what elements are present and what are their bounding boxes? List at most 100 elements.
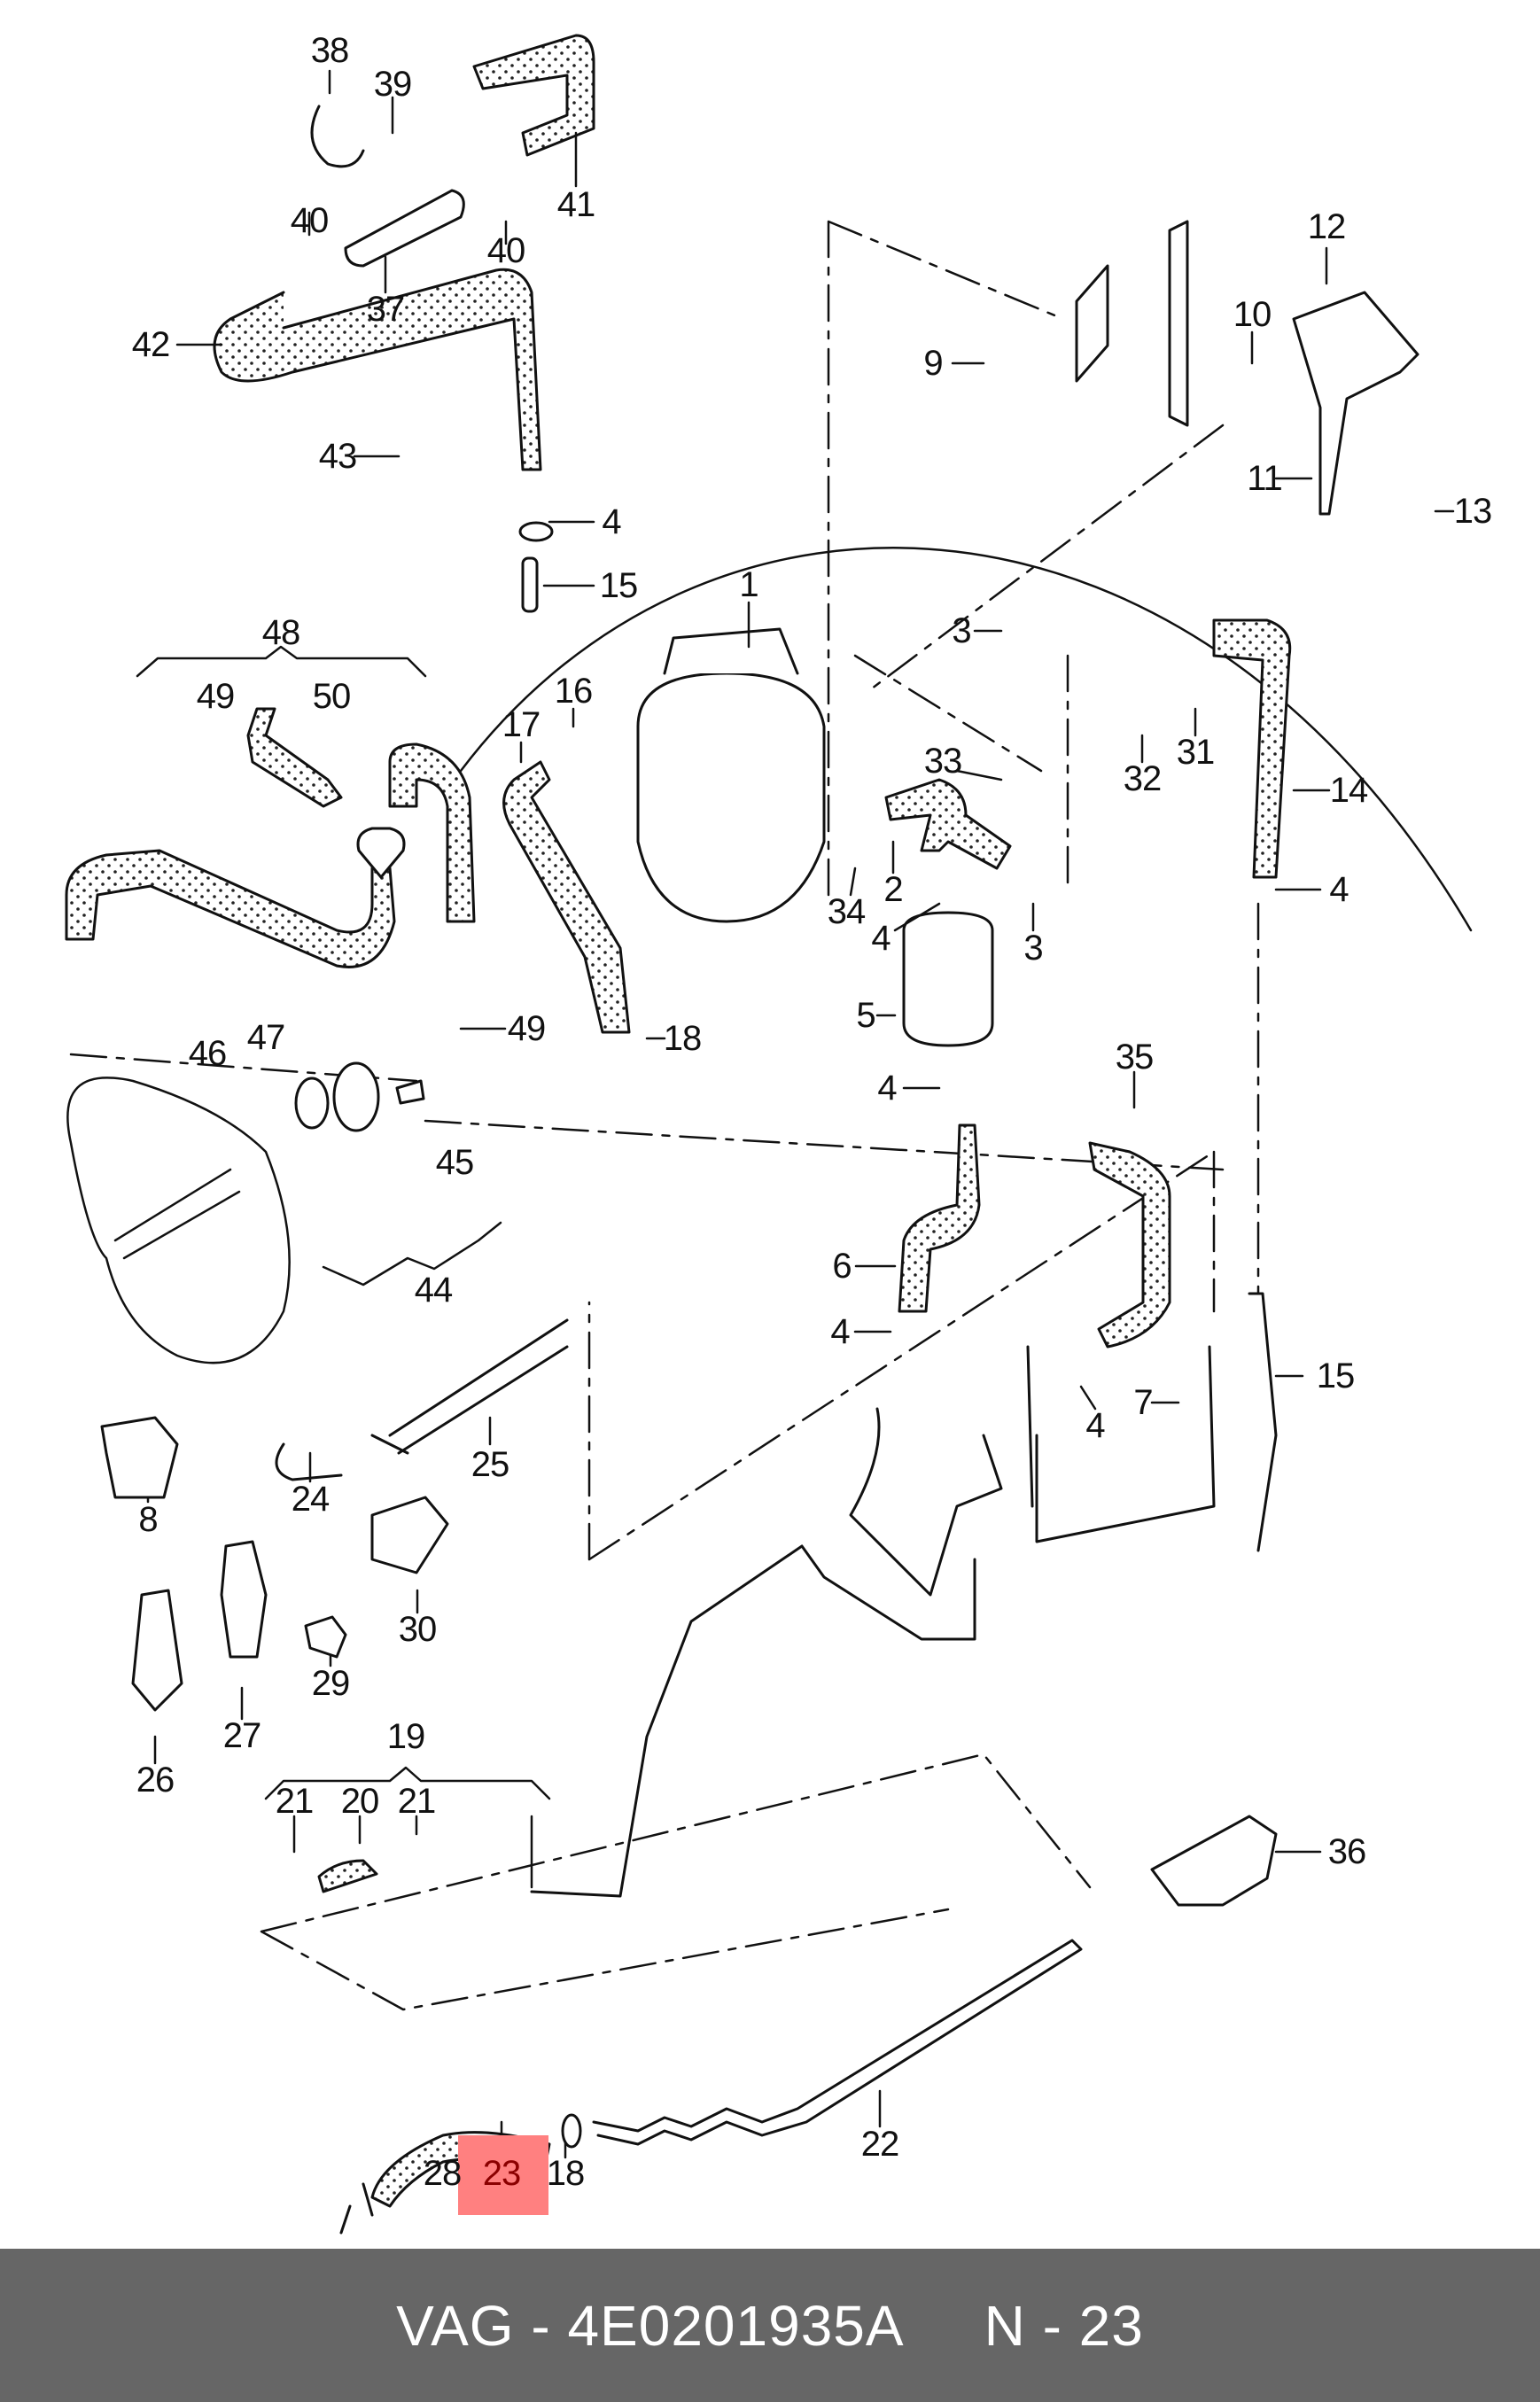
callout-c4a: 4 (602, 502, 621, 541)
callout-c14: 14 (1329, 771, 1368, 810)
group-bracket-44 (322, 1221, 502, 1287)
callout-c20: 20 (340, 1782, 379, 1821)
hose-42 (213, 268, 542, 471)
bracket-11 (1292, 291, 1419, 516)
callout-c16: 16 (554, 672, 593, 711)
dashed-line-33 (853, 654, 1069, 888)
clamp-4-upper (518, 521, 554, 542)
callout-c43: 43 (318, 437, 357, 476)
callout-c24: 24 (291, 1480, 330, 1519)
clip-29 (304, 1615, 347, 1659)
callout-c15b: 15 (1316, 1356, 1355, 1395)
callout-c38: 38 (310, 31, 349, 70)
filter-5 (902, 911, 994, 1047)
tube-15-upper (521, 556, 539, 613)
callout-c47: 47 (246, 1018, 285, 1057)
callout-c40a: 40 (290, 201, 329, 240)
callout-c46: 46 (188, 1034, 227, 1073)
valve-50 (356, 827, 406, 879)
callout-c8: 8 (138, 1500, 158, 1539)
tube-15-lower (1248, 1292, 1278, 1552)
dashed-frame-middle (587, 1150, 1216, 1561)
callout-c34: 34 (827, 892, 866, 931)
group-bracket-19 (264, 1766, 551, 1800)
tube-22 (592, 1939, 1083, 2146)
callout-c22: 22 (860, 2125, 899, 2164)
callout-c25: 25 (471, 1445, 509, 1484)
dashed-frame-19 (260, 1753, 1092, 2011)
dashed-frame-upper (827, 220, 1225, 906)
hose-20 (317, 1859, 378, 1893)
callout-c21a: 21 (275, 1782, 314, 1821)
hose-48-long (65, 849, 396, 968)
callout-c19: 19 (386, 1717, 425, 1756)
callout-c35: 35 (1115, 1038, 1154, 1077)
diagram-drawing (65, 34, 1473, 2235)
tie-25 (370, 1318, 569, 1455)
callout-c4b: 4 (871, 919, 891, 958)
pump-1 (636, 672, 826, 923)
callout-c4c: 4 (1329, 870, 1349, 909)
callout-c7: 7 (1133, 1383, 1153, 1422)
callout-c49b: 49 (507, 1009, 546, 1048)
hose-6 (898, 1123, 981, 1313)
hose-17 (502, 760, 631, 1034)
callout-c4d: 4 (877, 1069, 897, 1108)
fitting-28 (339, 2182, 374, 2235)
callout-c30: 30 (398, 1610, 437, 1649)
callout-c42: 42 (131, 325, 170, 364)
callout-c48: 48 (261, 613, 300, 652)
main-line (530, 1544, 976, 1898)
hose-14 (1212, 618, 1292, 879)
callout-c18a: 18 (663, 1019, 702, 1058)
group-bracket-48 (136, 645, 427, 678)
hose-35 (1088, 1141, 1171, 1349)
hose-49-left (246, 707, 343, 808)
callout-c15a: 15 (599, 566, 638, 605)
callout-c3b: 3 (1023, 929, 1043, 968)
tube-7 (1035, 1345, 1216, 1543)
clamp-38 (310, 105, 365, 168)
footer-reference: N - 23 (984, 2293, 1144, 2358)
oring-46 (294, 1077, 330, 1130)
clamp-18-lower (561, 2113, 582, 2149)
callout-c36: 36 (1327, 1832, 1366, 1871)
callout-c12: 12 (1307, 207, 1346, 246)
callout-c28: 28 (423, 2154, 462, 2193)
tank-lines (849, 1345, 1034, 1597)
clip-26 (131, 1589, 183, 1712)
callout-c11: 11 (1247, 459, 1283, 498)
callout-c21b: 21 (397, 1782, 436, 1821)
callout-c44: 44 (414, 1271, 453, 1310)
callout-c41: 41 (556, 185, 595, 224)
hose-49-right (388, 742, 476, 923)
filter-37 (344, 189, 465, 268)
highlight-box-part-23 (458, 2135, 548, 2215)
callout-c17: 17 (502, 705, 541, 744)
callout-c27: 27 (222, 1716, 261, 1755)
clip-30 (370, 1496, 449, 1574)
callout-c45: 45 (435, 1143, 474, 1182)
footer-bar: VAG - 4E0201935A N - 23 (0, 2249, 1540, 2402)
callout-c50: 50 (312, 677, 351, 716)
callout-c37: 37 (366, 290, 405, 329)
callout-c39: 39 (373, 65, 412, 104)
callout-c4f: 4 (1085, 1406, 1105, 1445)
callout-c26: 26 (136, 1761, 175, 1800)
footer-part-number: VAG - 4E0201935A (396, 2293, 905, 2358)
callout-c29: 29 (311, 1664, 350, 1703)
callout-c40b: 40 (486, 231, 525, 270)
callout-c4e: 4 (830, 1312, 850, 1351)
tie-24 (275, 1442, 343, 1481)
callout-c10: 10 (1233, 295, 1272, 334)
callout-c13: 13 (1453, 492, 1492, 531)
callout-c23: 23 (482, 2154, 521, 2193)
callout-c9: 9 (923, 344, 943, 383)
callout-c1: 1 (739, 565, 758, 604)
bracket-9 (1075, 220, 1189, 427)
callout-c31: 31 (1176, 733, 1215, 772)
callout-c5: 5 (856, 996, 875, 1035)
clip-8 (100, 1416, 179, 1499)
callout-c18b: 18 (546, 2154, 585, 2193)
